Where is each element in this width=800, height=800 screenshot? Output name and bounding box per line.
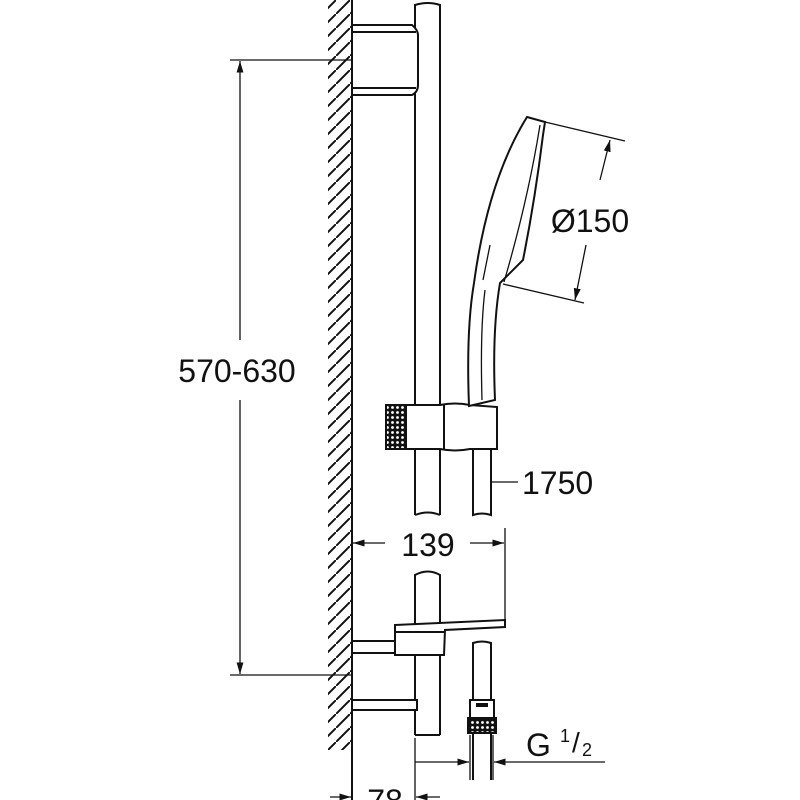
thread-fraction-numerator: 1 xyxy=(560,726,570,746)
head-diameter-dimension: Ø150 xyxy=(502,121,629,304)
wall xyxy=(320,0,353,800)
slider-hose-holder xyxy=(385,402,498,452)
wall-to-rail-label: 78 xyxy=(367,783,403,800)
shower-rail xyxy=(414,2,441,736)
thread-dimension: G 1 / 2 xyxy=(414,726,605,800)
upper-wall-bracket xyxy=(351,24,419,96)
rail-height-dimension: 570-630 xyxy=(178,59,352,676)
hand-shower xyxy=(467,115,547,408)
head-diameter-label: Ø150 xyxy=(551,203,629,239)
hose-length-label: 1750 xyxy=(522,465,593,501)
hose-length-dimension: 1750 xyxy=(492,465,593,501)
projection-label: 139 xyxy=(401,527,454,563)
projection-dimension: 139 xyxy=(353,527,506,625)
hose xyxy=(467,450,497,780)
wall-to-rail-dimension: 78 xyxy=(330,783,440,800)
thread-fraction-denominator: 2 xyxy=(582,740,592,760)
thread-letter: G xyxy=(526,727,551,763)
lower-wall-bracket xyxy=(351,618,506,711)
thread-fraction-slash: / xyxy=(572,727,580,758)
rail-height-label: 570-630 xyxy=(178,353,295,389)
